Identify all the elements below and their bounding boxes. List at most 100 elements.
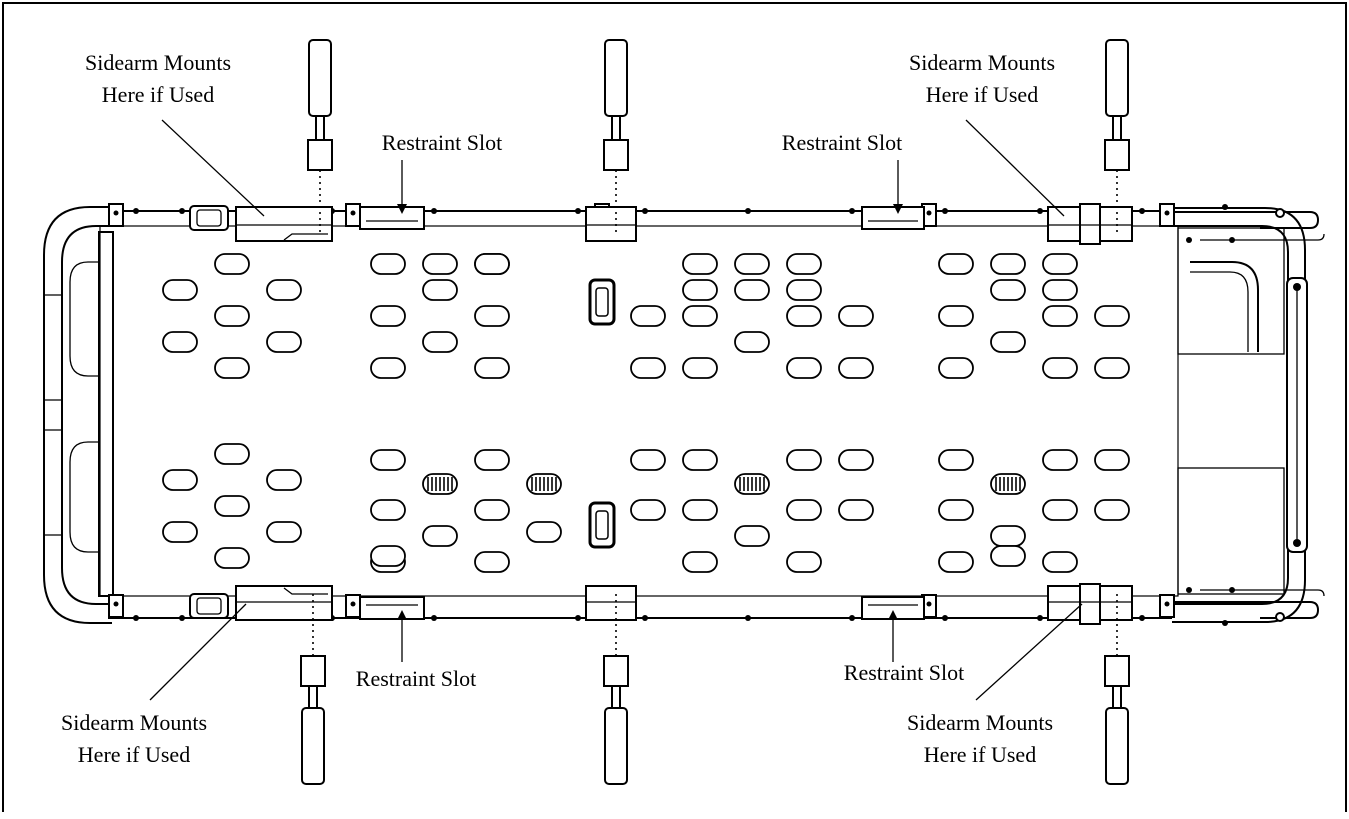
left-inner-loop-upper: [69, 261, 98, 377]
right-end-assembly: [1172, 204, 1325, 626]
deck-slot: [630, 499, 666, 521]
label-sidearm-bottom-right-line2: Here if Used: [924, 742, 1036, 767]
deck-slot: [682, 449, 718, 471]
sidearm-mount-blocks: [235, 203, 1133, 625]
sidearm-top-2: [603, 39, 629, 236]
deck-slot: [266, 279, 302, 301]
deck-slot: [526, 521, 562, 543]
deck-slot: [990, 545, 1026, 567]
deck-slot: [1042, 499, 1078, 521]
deck-slot: [162, 469, 198, 491]
deck-slot: [214, 253, 250, 275]
sidearm-bottom-1: [300, 594, 326, 785]
stretcher-frame: [43, 203, 1325, 626]
deck-slot: [370, 449, 406, 471]
deck-slot: [990, 253, 1026, 275]
buckle-top-left: [189, 205, 229, 231]
sidearm-top-3: [1104, 39, 1130, 236]
deck-slot: [1042, 551, 1078, 573]
deck-slot: [734, 279, 770, 301]
buckle-bottom-left: [189, 593, 229, 619]
deck-slot: [1042, 279, 1078, 301]
deck-slot: [786, 449, 822, 471]
left-handle-outer: [43, 206, 112, 624]
deck-slot: [938, 449, 974, 471]
deck-slot: [1042, 305, 1078, 327]
deck-slot: [938, 253, 974, 275]
deck-slot: [938, 499, 974, 521]
label-sidearm-top-left-line2: Here if Used: [102, 82, 214, 107]
deck-slot: [786, 551, 822, 573]
deck-slot: [214, 547, 250, 569]
deck-slot: [214, 357, 250, 379]
label-restraint-bottom-left: Restraint Slot: [356, 666, 476, 691]
label-sidearm-bottom-left-line1: Sidearm Mounts: [61, 710, 207, 735]
label-restraint-top-left: Restraint Slot: [382, 130, 502, 155]
deck-slot: [266, 469, 302, 491]
deck-slot: [682, 253, 718, 275]
deck-slot: [474, 449, 510, 471]
deck-outline: [99, 225, 1179, 597]
deck-slot: [162, 331, 198, 353]
deck-slot: [422, 331, 458, 353]
deck-slot: [266, 331, 302, 353]
deck-slot: [938, 357, 974, 379]
sidearms: [300, 39, 1130, 785]
deck-slot: [1042, 253, 1078, 275]
deck-slot: [474, 305, 510, 327]
center-handle-slot: [588, 278, 616, 326]
deck-slot: [682, 499, 718, 521]
label-sidearm-top-right-line2: Here if Used: [926, 82, 1038, 107]
deck-slot: [370, 253, 406, 275]
deck-slot: [422, 279, 458, 301]
label-restraint-bottom-right: Restraint Slot: [844, 660, 964, 685]
deck-slot: [1094, 357, 1130, 379]
callout-labels: Sidearm Mounts Here if Used Restraint Sl…: [61, 50, 1055, 767]
label-sidearm-top-left-line1: Sidearm Mounts: [85, 50, 231, 75]
deck-slot: [786, 357, 822, 379]
deck-slot: [990, 331, 1026, 353]
deck-slot: [990, 525, 1026, 547]
leader-sidearm-bottom-left: [149, 603, 247, 701]
leader-sidearm-top-left: [161, 119, 265, 217]
deck-slot: [838, 499, 874, 521]
deck-slot: [786, 253, 822, 275]
center-handle-slot: [588, 501, 616, 549]
label-sidearm-bottom-right-line1: Sidearm Mounts: [907, 710, 1053, 735]
deck-slot: [630, 449, 666, 471]
deck-slot: [1042, 357, 1078, 379]
deck-slot: [422, 525, 458, 547]
deck-slot: [682, 551, 718, 573]
deck-slot: [214, 495, 250, 517]
deck-slot: [734, 331, 770, 353]
deck-slot: [838, 449, 874, 471]
deck-slot: [734, 525, 770, 547]
sidearm-bottom-3: [1104, 594, 1130, 785]
leader-sidearm-top-right: [965, 119, 1065, 217]
label-restraint-top-right: Restraint Slot: [782, 130, 902, 155]
deck-slot: [1042, 449, 1078, 471]
center-mount-bottom: [585, 585, 637, 621]
deck-slot: [734, 253, 770, 275]
deck-slot: [162, 521, 198, 543]
sidearm-top-1: [307, 39, 333, 236]
deck-slot: [630, 305, 666, 327]
deck-slot: [838, 357, 874, 379]
right-handle-inner: [1172, 225, 1289, 605]
restraint-slot-blocks: [359, 206, 925, 620]
deck-slot: [786, 305, 822, 327]
deck-slot: [370, 305, 406, 327]
deck-slot: [682, 305, 718, 327]
deck-slot: [162, 279, 198, 301]
deck-slot: [838, 305, 874, 327]
deck-slot: [1094, 499, 1130, 521]
deck-slot: [474, 499, 510, 521]
left-end-plate: [98, 231, 114, 597]
deck-slot: [214, 443, 250, 465]
left-handle-inner: [61, 225, 112, 605]
deck-slot: [1094, 449, 1130, 471]
deck-slot: [938, 551, 974, 573]
deck-slot: [474, 253, 510, 275]
